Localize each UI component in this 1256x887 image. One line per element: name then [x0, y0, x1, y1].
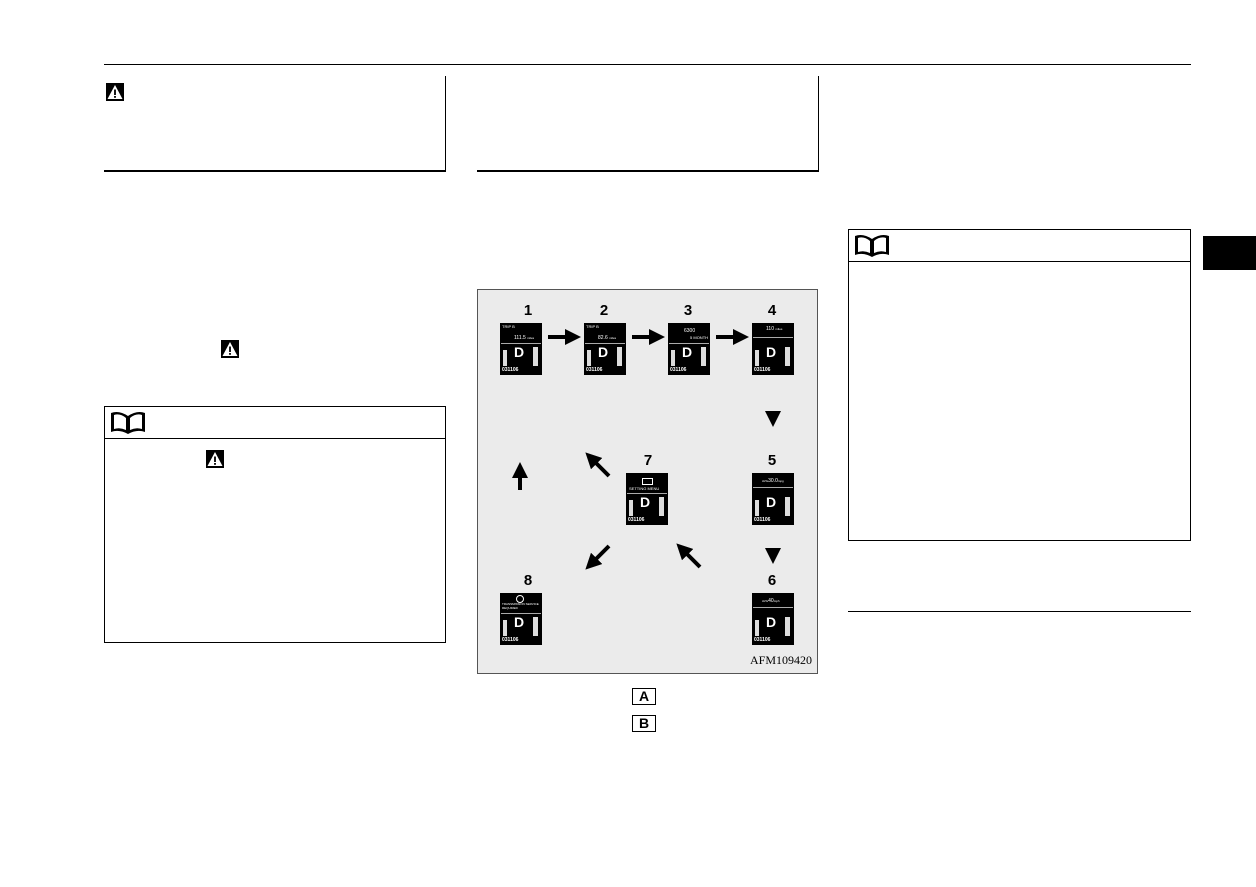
warning-box-bottom-border [104, 170, 446, 172]
key-a-box: A [632, 688, 656, 705]
right-column-divider [848, 611, 1191, 612]
open-book-icon [111, 412, 145, 434]
warning-box-right-border [445, 76, 446, 171]
display-cycle-figure: 1 2 3 4 5 6 7 8 TRIP B 111.5 miles D 031… [477, 289, 818, 674]
note-box-left [104, 406, 446, 643]
middle-box-right-border [818, 76, 819, 171]
figure-label: AFM109420 [749, 653, 812, 667]
step-number-1: 1 [523, 302, 533, 319]
step-number-6: 6 [767, 572, 777, 589]
display-screen-7: SETTING MENU D 031106 [626, 473, 668, 525]
key-b-box: B [632, 715, 656, 732]
step-number-5: 5 [767, 452, 777, 469]
display-screen-1: TRIP B 111.5 miles D 031106 [500, 323, 542, 375]
service-icon [516, 595, 524, 603]
note-box-header [105, 407, 445, 439]
step-number-2: 2 [599, 302, 609, 319]
arrow-6-to-7 [676, 543, 702, 569]
display-screen-2: TRIP B 82.6 miles D 031106 [584, 323, 626, 375]
step-number-3: 3 [683, 302, 693, 319]
display-screen-5: AVG30.0mpg D 031106 [752, 473, 794, 525]
note-box-right [848, 229, 1191, 541]
header-rule [104, 64, 1191, 65]
middle-box-bottom-border [477, 170, 819, 172]
note-box-right-header [849, 230, 1190, 262]
arrow-1-to-7 [585, 452, 611, 478]
step-number-4: 4 [767, 302, 777, 319]
chapter-tab [1203, 236, 1256, 270]
warning-triangle-icon-inline [221, 340, 239, 358]
arrow-7-to-8 [585, 544, 611, 570]
step-number-8: 8 [523, 572, 533, 589]
open-book-icon-right [855, 235, 889, 257]
warning-triangle-icon-note [206, 450, 224, 468]
warning-triangle-icon [106, 83, 124, 101]
display-screen-4: 110 miles D 031106 [752, 323, 794, 375]
display-screen-8: TRANSMISSION SERVICE REQUIRED D 031106 [500, 593, 542, 645]
toolbox-icon [642, 478, 653, 485]
flow-arrows [512, 329, 781, 570]
step-number-7: 7 [643, 452, 653, 469]
display-screen-6: AVG40mph D 031106 [752, 593, 794, 645]
display-screen-3: 6300 5 MONTH D 031106 [668, 323, 710, 375]
